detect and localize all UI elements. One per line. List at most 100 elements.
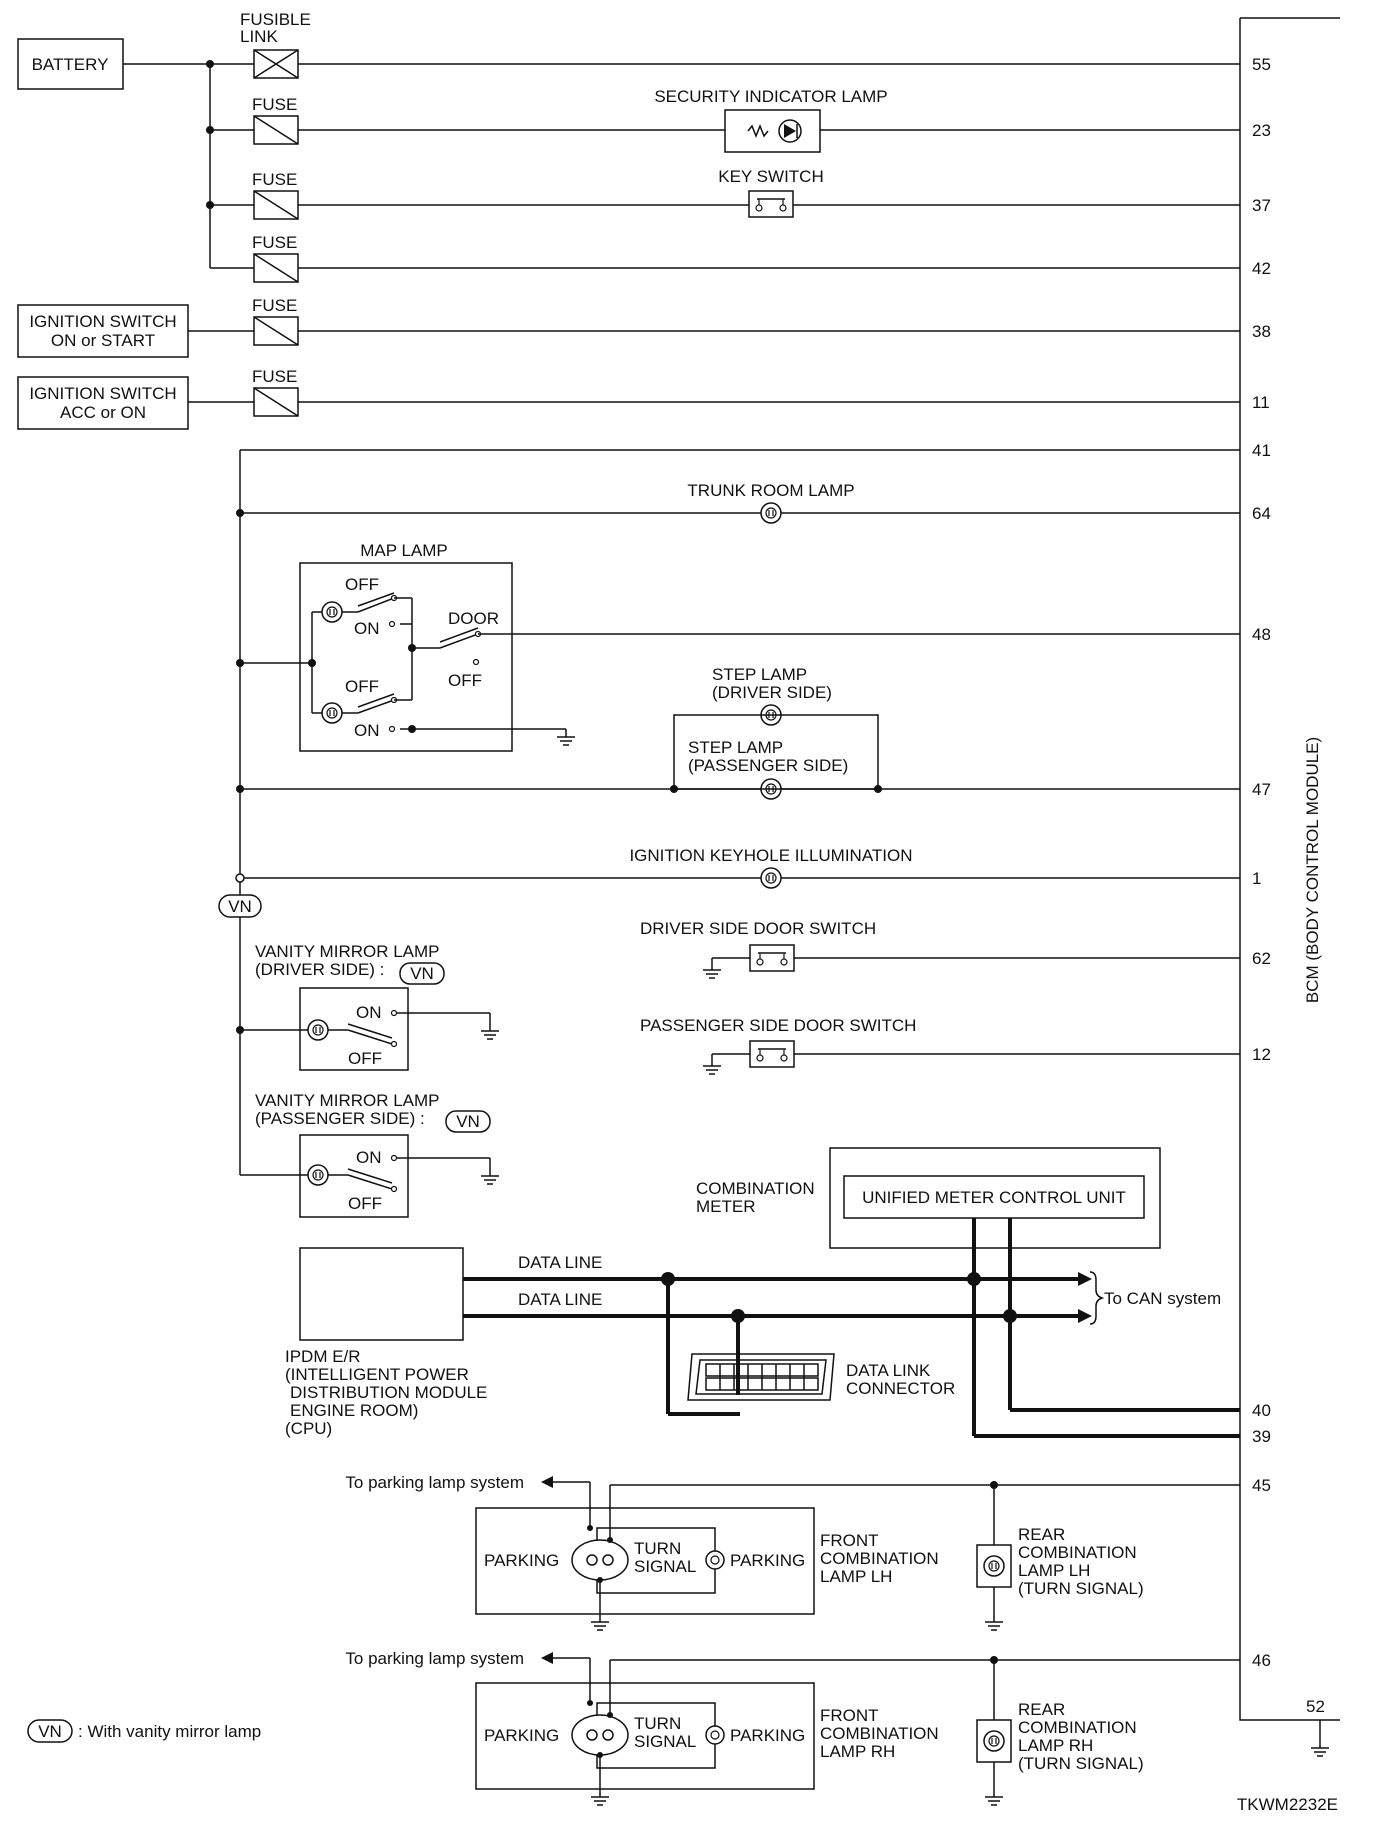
fuse-label: FUSE [252, 296, 297, 315]
ground-icon [480, 1022, 500, 1040]
bcm-pin: 47 [1252, 780, 1271, 799]
ipdm-line-2: (INTELLIGENT POWER [285, 1365, 469, 1384]
front-rh-signal: SIGNAL [634, 1732, 696, 1751]
vanity-driver-line-2: (DRIVER SIDE) : [255, 960, 384, 979]
bcm-pin: 1 [1252, 869, 1261, 888]
to-parking-lh-label: To parking lamp system [345, 1473, 524, 1492]
bcm-pin: 38 [1252, 322, 1271, 341]
fusible-link-label-1: FUSIBLE [240, 10, 311, 29]
ignition-on-start-line-2: ON or START [51, 331, 155, 350]
bcm-pin: 41 [1252, 441, 1271, 460]
fuse-label: FUSE [252, 95, 297, 114]
vanity-passenger-line-1: VANITY MIRROR LAMP [255, 1091, 440, 1110]
data-link-connector-line-1: DATA LINK [846, 1361, 931, 1380]
map-lamp-label: MAP LAMP [360, 541, 448, 560]
step-lamp-driver-line-2: (DRIVER SIDE) [712, 683, 832, 702]
passenger-door-switch-label: PASSENGER SIDE DOOR SWITCH [640, 1016, 916, 1035]
bcm-pin: 42 [1252, 259, 1271, 278]
to-parking-rh-label: To parking lamp system [345, 1649, 524, 1668]
front-lamp-rh-line-1: FRONT [820, 1706, 879, 1725]
battery-box [17, 38, 124, 90]
unified-meter-box [843, 1175, 1145, 1219]
map-sw-upper-on: ON [354, 619, 380, 638]
ignition-acc-on-line-1: IGNITION SWITCH [29, 384, 176, 403]
vn-tag [399, 962, 445, 985]
bcm-pin: 11 [1252, 393, 1270, 412]
keyhole-illumination-label: IGNITION KEYHOLE ILLUMINATION [629, 846, 912, 865]
rear-lamp-lh-line-2: COMBINATION [1018, 1543, 1137, 1562]
data-link-connector-line-2: CONNECTOR [846, 1379, 955, 1398]
passenger-door-switch [749, 1040, 795, 1068]
map-lamp-bulb-lower [321, 702, 343, 724]
driver-door-switch-label: DRIVER SIDE DOOR SWITCH [640, 919, 876, 938]
bcm-pin: 48 [1252, 625, 1271, 644]
front-lh-parking-left: PARKING [484, 1551, 559, 1570]
ipdm-line-1: IPDM E/R [285, 1347, 361, 1366]
unified-meter-label: UNIFIED METER CONTROL UNIT [862, 1188, 1126, 1207]
bcm-pin: 52 [1306, 1697, 1325, 1716]
ground-icon [984, 1613, 1004, 1631]
front-lamp-rh-box [475, 1682, 815, 1790]
fuse-11 [253, 387, 299, 417]
step-lamp-driver-line-1: STEP LAMP [712, 665, 807, 684]
ignition-acc-on-line-2: ACC or ON [60, 403, 146, 422]
vanity-driver-line-1: VANITY MIRROR LAMP [255, 942, 440, 961]
bcm-pin: 40 [1252, 1401, 1271, 1420]
bcm-pin: 62 [1252, 949, 1271, 968]
ground-icon [702, 961, 722, 979]
ipdm-line-5: (CPU) [285, 1419, 332, 1438]
map-sw-upper-off: OFF [345, 575, 379, 594]
front-rh-parking-right: PARKING [730, 1726, 805, 1745]
rear-lamp-lh-bulb [983, 1555, 1005, 1577]
fuse-label: FUSE [252, 170, 297, 189]
front-lamp-rh-bulb [571, 1714, 629, 1756]
front-lamp-lh-line-3: LAMP LH [820, 1567, 892, 1586]
fuse-38 [253, 316, 299, 346]
front-lamp-lh-line-1: FRONT [820, 1531, 879, 1550]
front-lh-parking-bulb [705, 1550, 725, 1570]
vn-tag-text: VN [228, 897, 252, 916]
footnote-text: : With vanity mirror lamp [78, 1722, 261, 1741]
rear-lamp-rh-bulb [983, 1730, 1005, 1752]
front-lh-signal: SIGNAL [634, 1557, 696, 1576]
vanity-driver-box [299, 987, 409, 1071]
map-sw-lower-off: OFF [345, 677, 379, 696]
front-lamp-rh-line-3: LAMP RH [820, 1742, 895, 1761]
vn-tag-text: VN [456, 1112, 480, 1131]
map-lamp-box [299, 562, 513, 752]
front-lh-turn: TURN [634, 1539, 681, 1558]
rear-lamp-rh-line-3: LAMP RH [1018, 1736, 1093, 1755]
data-link-connector [687, 1353, 835, 1401]
ground-icon [480, 1167, 500, 1185]
front-lamp-rh-line-2: COMBINATION [820, 1724, 939, 1743]
ground-icon [702, 1057, 722, 1075]
ignition-acc-on-box [17, 376, 189, 430]
vanity-passenger-off: OFF [348, 1194, 382, 1213]
data-line-lower-label: DATA LINE [518, 1290, 602, 1309]
rear-lamp-rh-line-1: REAR [1018, 1700, 1065, 1719]
vanity-passenger-box [299, 1134, 409, 1218]
ground-icon [590, 1788, 610, 1806]
front-lamp-lh-bulb [571, 1539, 629, 1581]
vn-tag [445, 1110, 491, 1133]
front-lamp-lh-line-2: COMBINATION [820, 1549, 939, 1568]
map-sw-door: DOOR [448, 609, 499, 628]
key-switch [748, 190, 794, 218]
battery-label: BATTERY [32, 55, 109, 74]
map-lamp-bulb-upper [321, 601, 343, 623]
front-rh-parking-left: PARKING [484, 1726, 559, 1745]
vanity-passenger-on: ON [356, 1148, 382, 1167]
bcm-pin: 55 [1252, 55, 1271, 74]
ipdm-box [299, 1247, 464, 1341]
ground-icon [590, 1613, 610, 1631]
vn-tag-text: VN [38, 1722, 62, 1741]
ipdm-line-3: DISTRIBUTION MODULE [290, 1383, 487, 1402]
combination-meter-box [829, 1147, 1161, 1249]
vanity-passenger-line-2: (PASSENGER SIDE) : [255, 1109, 425, 1128]
step-lamp-passenger-line-2: (PASSENGER SIDE) [688, 756, 848, 775]
bcm-label: BCM (BODY CONTROL MODULE) [1303, 737, 1322, 1003]
fuse-label: FUSE [252, 233, 297, 252]
bcm-pin: 64 [1252, 504, 1271, 523]
ground-icon [556, 728, 576, 746]
ignition-on-start-line-1: IGNITION SWITCH [29, 312, 176, 331]
